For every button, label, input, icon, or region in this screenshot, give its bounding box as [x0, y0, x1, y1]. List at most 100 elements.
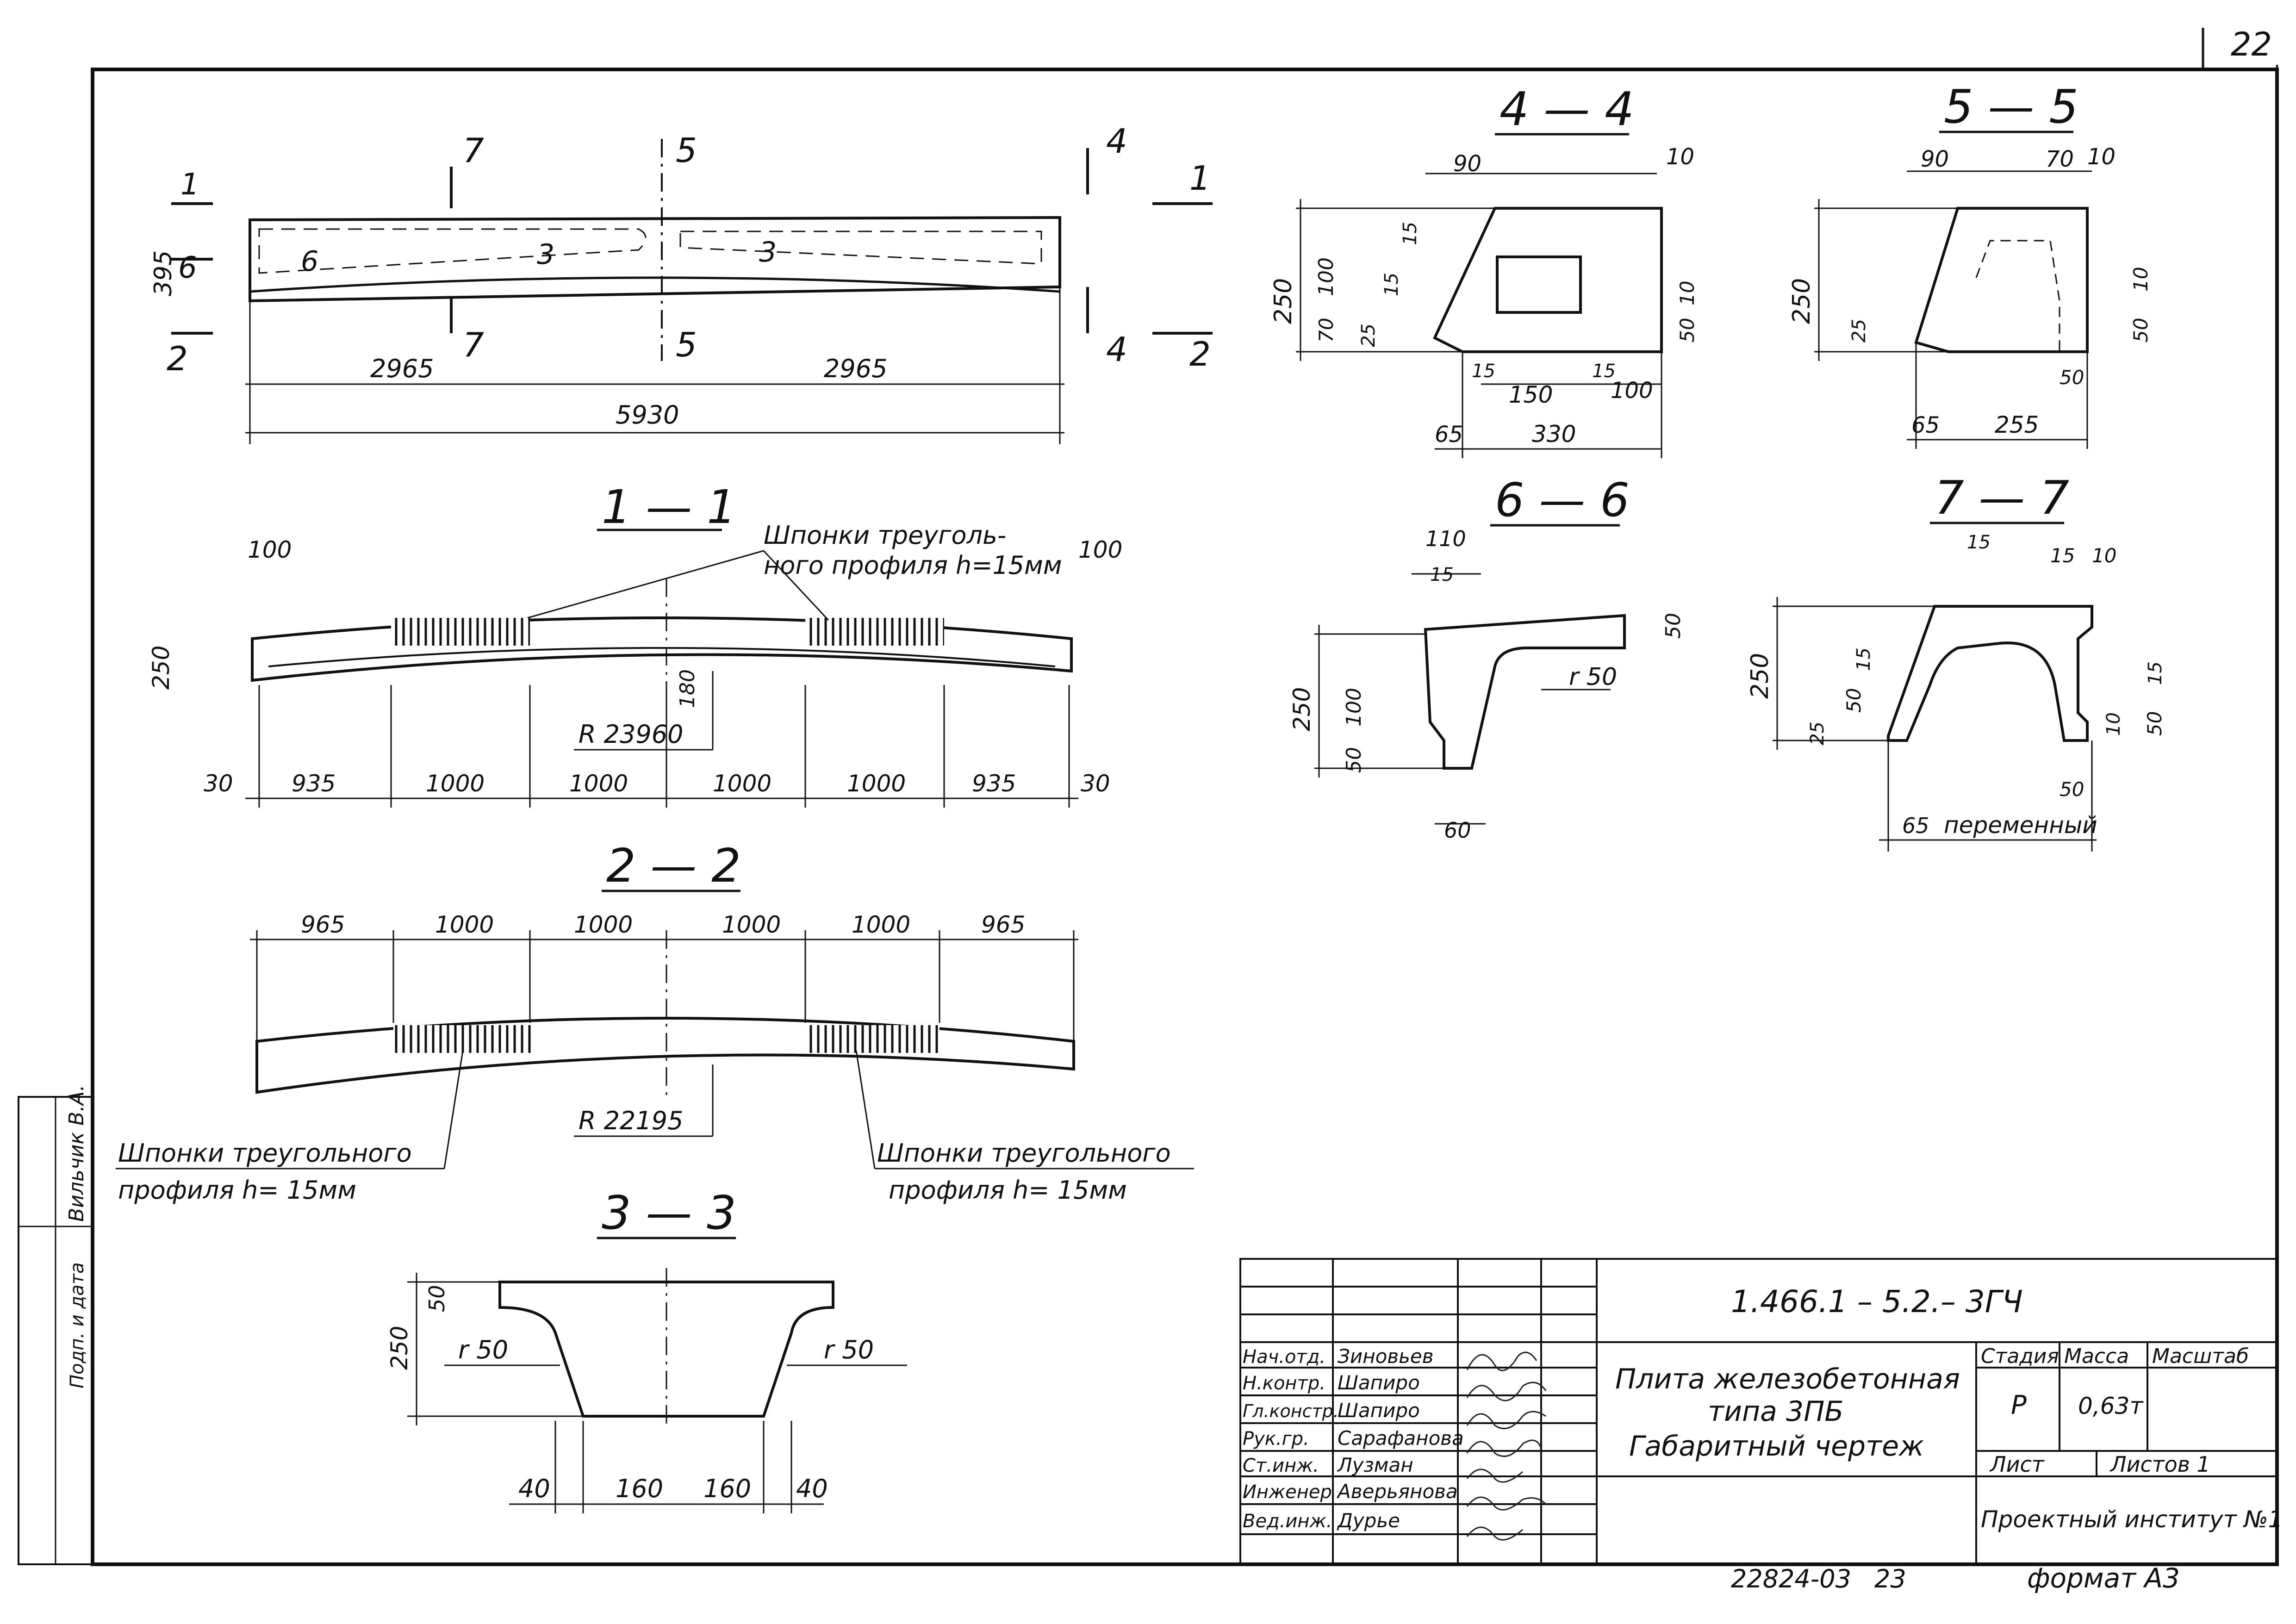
header-scale: Масштаб	[2152, 1344, 2249, 1368]
s77-dim-10: 10	[2092, 544, 2116, 567]
section-2-2-callout-right-line2: профиля h= 15мм	[889, 1176, 1127, 1205]
callout-left-leader	[443, 1050, 464, 1169]
section-1-1: 1 — 1 Шпонки треуголь- ного профиля h=15…	[148, 480, 1122, 808]
section-1-1-dim-3: 1000	[426, 770, 485, 797]
cut-label-1-left: 1	[180, 168, 199, 202]
header-stage: Стадия	[1981, 1344, 2059, 1368]
title-block-frame	[1239, 1258, 2278, 1565]
section-2-2-key-right	[805, 1025, 940, 1053]
staff-name-6: Аверьянова	[1336, 1480, 1458, 1503]
signature-2	[1466, 1381, 1547, 1401]
section-3-3-dim-250: 250	[386, 1326, 413, 1370]
section-3-3-profile	[498, 1281, 834, 1418]
signature-6	[1466, 1496, 1547, 1511]
section-1-1-dim-6: 1000	[847, 770, 906, 797]
s44-dim-70: 70	[1315, 318, 1338, 342]
s55-dim-70: 70	[2046, 146, 2074, 172]
doc-code: 1.466.1 – 5.2.– 3ГЧ	[1731, 1284, 2023, 1319]
section-2-2: 2 — 2 965 1000 1000 1000 1000 965 R 2219…	[116, 839, 1194, 1205]
s66-dim-250: 250	[1288, 687, 1315, 731]
staff-name-2: Шапиро	[1338, 1371, 1420, 1394]
s77-dim-250: 250	[1746, 653, 1774, 699]
section-2-2-dim-6: 965	[981, 911, 1025, 938]
s66-dim-50-right: 50	[1661, 613, 1685, 639]
s55-dim-255: 255	[1995, 411, 2039, 438]
side-stamp: Вильчик В.А. Подп. и дата	[18, 1085, 93, 1565]
section-4-4-title: 4 — 4	[1500, 82, 1634, 136]
s77-dim-15c: 15	[1853, 647, 1874, 671]
s44-dim-100: 100	[1314, 257, 1338, 296]
section-3-3-bottom-dim-3: 160	[703, 1474, 751, 1503]
section-7-7: 7 — 7 15 15 10 250 15 50 25 15 10 50 50 …	[1746, 471, 2166, 852]
s66-dim-110: 110	[1425, 526, 1466, 551]
section-2-2-radius: R 22195	[579, 1106, 683, 1135]
s66-radius: r 50	[1569, 663, 1617, 691]
s44-dim-10-right: 10	[1676, 281, 1699, 305]
callout-leader-left	[527, 550, 764, 619]
section-3-3-bottom-dim-2: 160	[616, 1474, 663, 1503]
s77-dim-50a: 50	[1842, 688, 1865, 713]
section-7-7-title: 7 — 7	[1935, 471, 2069, 525]
side-stamp-top-text: Вильчик В.А.	[65, 1085, 88, 1222]
signature-7	[1466, 1526, 1523, 1541]
s44-dim-250: 250	[1269, 278, 1297, 324]
section-2-2-callout-right-line1: Шпонки треугольного	[877, 1139, 1171, 1168]
section-6-6: 6 — 6 110 15 50 250 100 50 60 r 50	[1288, 473, 1685, 843]
cut-label-4-top: 4	[1106, 122, 1127, 161]
section-7-7-profile	[1887, 605, 2093, 742]
section-6-6-profile	[1424, 614, 1626, 770]
s44-dim-15d: 15	[1592, 361, 1616, 382]
s77-dim-15d: 15	[2145, 661, 2166, 685]
s44-dim-150: 150	[1509, 381, 1553, 408]
section-4-4: 4 — 4 90 10 250 15 100 15 70 25 10 50 15…	[1269, 82, 1699, 458]
plan-slab-edge	[249, 276, 1060, 293]
section-5-5-title: 5 — 5	[1944, 80, 2078, 134]
page-number: 22	[2231, 25, 2272, 63]
s55-dim-10-top: 10	[2087, 144, 2116, 170]
header-mass: Масса	[2064, 1344, 2129, 1368]
staff-list: Нач.отд. Зиновьев Н.контр. Шапиро Гл.кон…	[1243, 1345, 1464, 1532]
cut-label-7-bottom: 7	[463, 325, 484, 364]
s66-dim-100: 100	[1342, 688, 1366, 727]
s44-dim-15a: 15	[1400, 222, 1421, 245]
callout-right-leader	[855, 1050, 876, 1169]
section-4-4-opening	[1496, 255, 1582, 314]
s44-dim-15b: 15	[1381, 273, 1402, 296]
cut-label-5-top: 5	[676, 131, 697, 170]
staff-role-3: Гл.констр.	[1243, 1401, 1339, 1421]
section-3-3-dim-50: 50	[424, 1285, 449, 1312]
plan-label-3-right: 3	[759, 236, 777, 268]
s55-dim-250: 250	[1788, 278, 1816, 324]
s66-dim-60: 60	[1444, 818, 1471, 843]
signature-5	[1466, 1468, 1523, 1483]
section-3-3-title: 3 — 3	[602, 1186, 736, 1240]
s77-dim-25: 25	[1807, 722, 1828, 745]
section-1-1-rib	[268, 647, 1056, 667]
section-1-1-dim-7: 935	[972, 770, 1016, 797]
signature-1	[1466, 1351, 1537, 1371]
s44-dim-50: 50	[1676, 318, 1699, 342]
page-index: 23	[1874, 1564, 1906, 1593]
title-line-1: Плита железобетонная	[1615, 1363, 1960, 1395]
section-3-3-bottom-dim-4: 40	[796, 1474, 828, 1503]
staff-name-7: Дурье	[1337, 1509, 1400, 1532]
section-3-3: 3 — 3 50 250 r 50 r 50 40 160 160 40	[386, 1186, 907, 1513]
plan-dim-half-left: 2965	[370, 354, 434, 383]
section-1-1-dim-5: 1000	[713, 770, 772, 797]
section-2-2-slab	[255, 1017, 1075, 1094]
s77-dim-15b: 15	[2050, 544, 2075, 567]
s44-dim-90: 90	[1453, 151, 1481, 177]
section-1-1-dim-top-left: 100	[248, 536, 292, 563]
cut-label-6-left: 6	[178, 251, 197, 285]
signature-3	[1466, 1411, 1546, 1430]
section-5-5-profile	[1914, 207, 2089, 353]
s55-dim-10-right: 10	[2129, 267, 2152, 292]
side-stamp-bottom-text: Подп. и дата	[67, 1263, 88, 1388]
sheets-label: Листов 1	[2109, 1452, 2210, 1477]
section-5-5-hidden	[1975, 240, 2060, 352]
section-2-2-dim-2: 1000	[435, 911, 494, 938]
section-2-2-dim-4: 1000	[722, 911, 781, 938]
cut-label-5-bottom: 5	[676, 325, 697, 364]
signature-4	[1466, 1439, 1542, 1457]
s55-dim-65: 65	[1911, 412, 1940, 438]
